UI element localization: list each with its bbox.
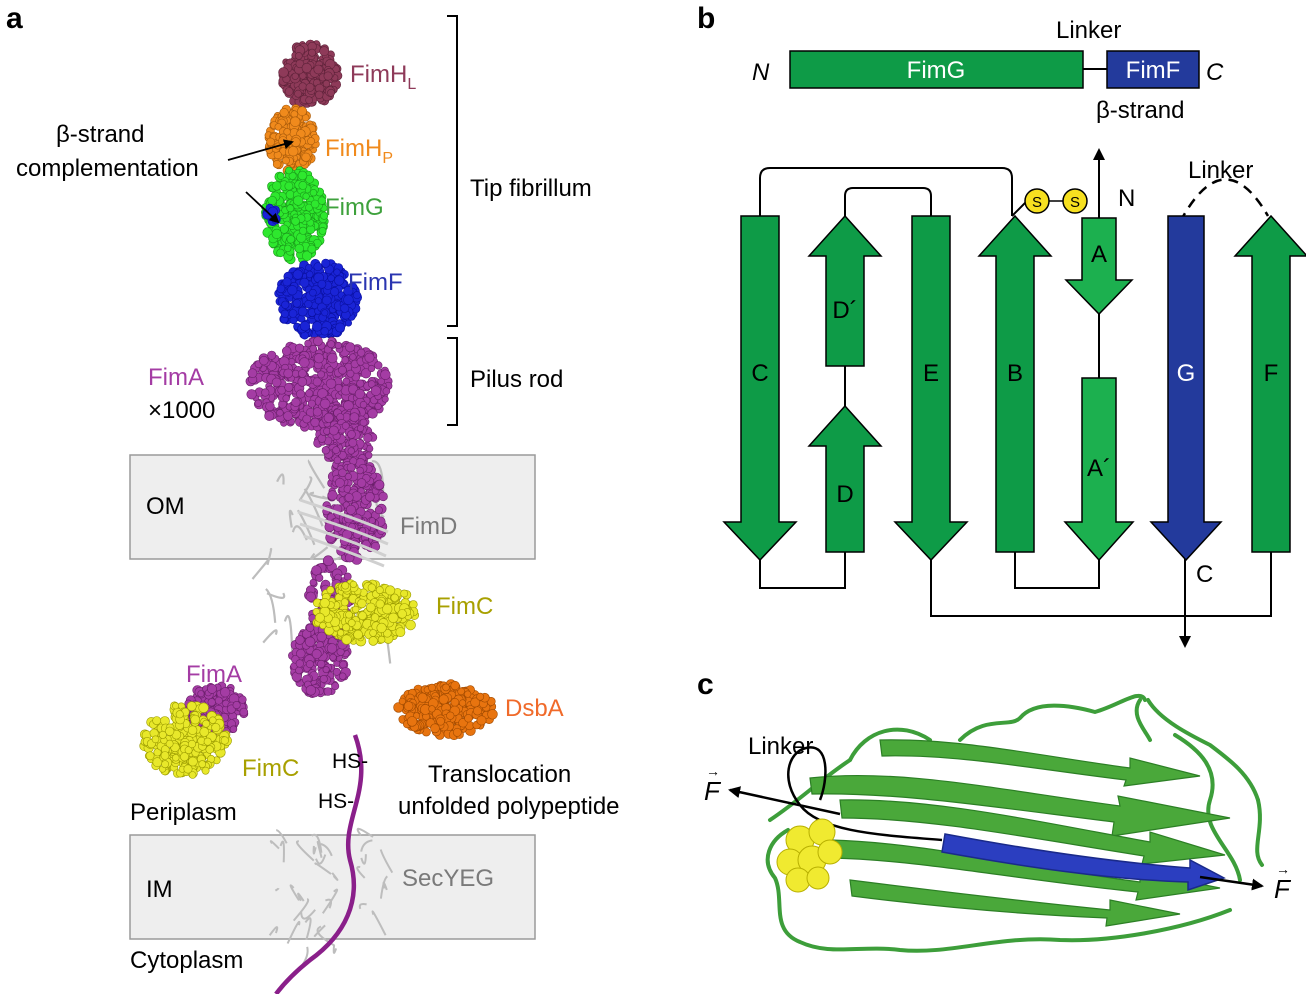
tip-fibrillum-label: Tip fibrillum <box>470 175 592 202</box>
strand-a-label: A <box>1091 241 1107 268</box>
linker-topology-label: Linker <box>1188 157 1253 184</box>
strands <box>722 214 1306 562</box>
fima-rod-2-spheres <box>313 405 378 474</box>
disulfide-s2-label: S <box>1070 194 1080 211</box>
strand-g-label: G <box>1177 360 1196 387</box>
fima-rod-spheres <box>245 336 393 434</box>
strand-a-prime-label: A´ <box>1087 455 1111 482</box>
pilus-rod-label: Pilus rod <box>470 366 563 393</box>
force-right-label: F <box>1274 874 1292 904</box>
bsc-label-line2: complementation <box>16 155 199 182</box>
fimh-p-label: FimHP <box>325 135 393 167</box>
strand-d-label: D <box>836 481 853 508</box>
strand-a <box>1064 217 1134 316</box>
panel-b: b Linker N FimG FimF C β-strand <box>697 2 1306 648</box>
n-terminus-label: N <box>752 59 770 86</box>
linker-loop <box>787 746 943 842</box>
strand-d-prime <box>807 214 883 367</box>
hs-label-1: HS- <box>332 750 368 773</box>
force-left-label: F <box>704 776 722 806</box>
dsba-label: DsbA <box>505 695 564 722</box>
topology-loops <box>759 148 1272 648</box>
beta-strand-label: β-strand <box>1096 97 1185 124</box>
disulfide-s1-label: S <box>1032 194 1042 211</box>
fimf-spheres <box>274 258 363 340</box>
c-terminus-label: C <box>1206 59 1224 86</box>
panel-c-letter: c <box>697 668 714 701</box>
bsc-arrow-1 <box>227 139 294 161</box>
translocation-line2: unfolded polypeptide <box>398 793 620 820</box>
strand-e <box>893 215 969 562</box>
fimh-l-spheres <box>278 39 343 108</box>
fimc-complex-spheres <box>139 701 232 779</box>
force-left-vector: → <box>706 763 720 779</box>
om-label: OM <box>146 493 185 520</box>
disulfide-sulfur-1 <box>1024 188 1050 214</box>
force-arrow-right <box>1199 875 1264 891</box>
fima-complex-label: FimA <box>186 661 242 688</box>
force-arrow-left <box>728 786 841 816</box>
dsba-spheres <box>393 679 498 740</box>
pilus-rod-bracket <box>447 337 458 426</box>
fimf-domain-box <box>1106 50 1200 89</box>
inner-membrane <box>129 834 536 940</box>
fima-rod-label: FimA <box>148 364 204 391</box>
cytoplasm-label: Cytoplasm <box>130 947 243 974</box>
strand-c <box>722 215 798 562</box>
force-right-vector: → <box>1276 861 1290 877</box>
bsc-arrow-2 <box>245 191 280 224</box>
fimc-top-spheres <box>312 579 419 647</box>
fimf-strand <box>941 833 1226 892</box>
bsc-label-line1: β-strand <box>56 121 145 148</box>
fimh-l-label: FimHL <box>350 61 416 93</box>
unfolded-polypeptide <box>274 734 364 994</box>
pilus-atoms <box>139 39 498 779</box>
disulfide-sulfur-2 <box>1062 188 1088 214</box>
strand-b-label: B <box>1007 360 1023 387</box>
fimf-label: FimF <box>348 269 403 296</box>
secyeg-channel <box>268 827 394 967</box>
panel-a-letter: a <box>6 2 23 35</box>
translocation-line1: Translocation <box>428 761 571 788</box>
tip-fibrillum-bracket <box>447 15 458 327</box>
linker-dashed <box>1178 178 1270 223</box>
strand-d <box>807 404 883 553</box>
fimg-label: FimG <box>325 194 384 221</box>
strand-f-label: F <box>1264 360 1279 387</box>
fimg-beta-sheet <box>809 739 1231 927</box>
secyeg-label: SecYEG <box>402 865 494 892</box>
strand-c-label: C <box>751 360 768 387</box>
im-label: IM <box>146 876 173 903</box>
strand-d-prime-label: D´ <box>832 297 857 324</box>
fimg-loops <box>765 693 1264 953</box>
panel-b-letter: b <box>697 2 715 35</box>
linker-top-label: Linker <box>1056 17 1121 44</box>
panel-a: a FimHL FimHP FimG FimF Tip fibrillum <box>6 2 620 994</box>
strand-a-prime <box>1063 377 1135 562</box>
strand-e-label: E <box>923 360 939 387</box>
fimg-domain-label: FimG <box>907 57 966 84</box>
fimf-domain-label: FimF <box>1126 57 1181 84</box>
disulfide-spheres <box>776 818 843 893</box>
fimh-p-spheres <box>264 104 320 176</box>
strand-g <box>1149 215 1223 562</box>
fima-count-label: ×1000 <box>148 397 215 424</box>
fimd-label: FimD <box>400 513 457 540</box>
panel-c: c <box>697 668 1292 953</box>
fimc-complex-label: FimC <box>242 755 299 782</box>
periplasm-label: Periplasm <box>130 799 237 826</box>
linker-label-c: Linker <box>748 733 813 760</box>
strand-b <box>977 214 1053 553</box>
c-strand-label: C <box>1196 561 1213 588</box>
fimc-top-label: FimC <box>436 593 493 620</box>
n-strand-label: N <box>1118 185 1135 212</box>
strand-f <box>1233 214 1306 553</box>
fimd-strands <box>297 498 389 568</box>
hs-label-2: HS- <box>318 790 354 813</box>
